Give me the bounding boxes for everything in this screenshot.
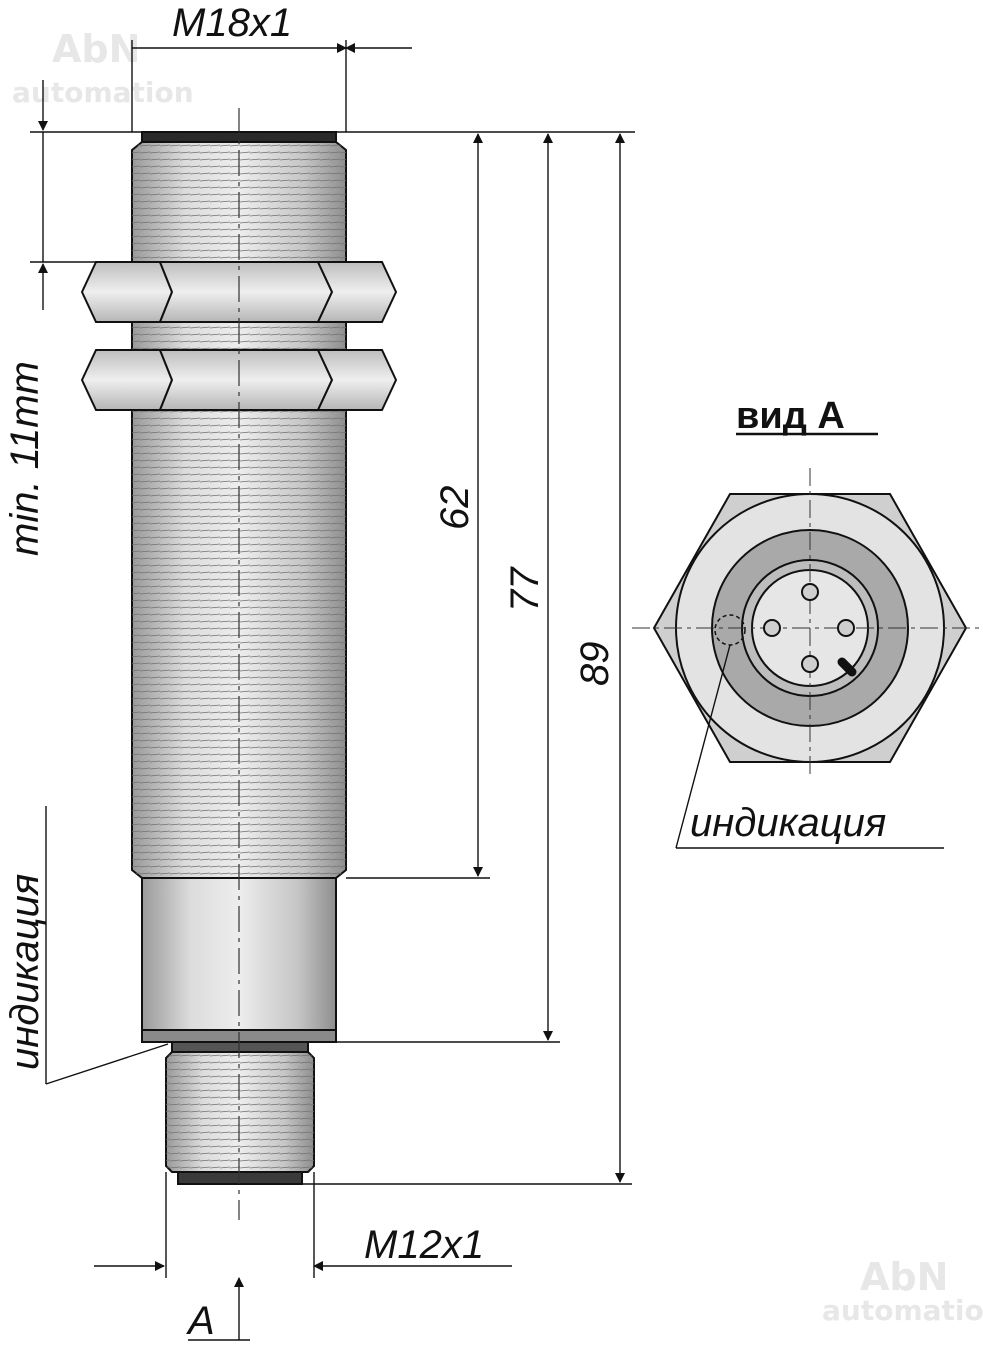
- dim-89-label: 89: [573, 642, 617, 687]
- pin-4: [801, 655, 819, 673]
- dim-min-thread-label: min. 11mm: [3, 361, 47, 556]
- watermark-bottom: AbN automation: [822, 1255, 983, 1327]
- nut-lower: [80, 349, 398, 411]
- connector-collar: [171, 1041, 309, 1053]
- pin-1: [801, 583, 819, 601]
- watermark-sub-text: automation: [822, 1294, 983, 1327]
- watermark-brand-text: AbN: [860, 1255, 948, 1299]
- dim-m12-label: M12x1: [364, 1223, 484, 1267]
- pin-2: [763, 619, 781, 637]
- nut-upper: [80, 261, 398, 323]
- watermark-brand-text: AbN: [52, 27, 140, 71]
- dimension-lines: [30, 40, 635, 1341]
- indication-view-label: индикация: [690, 801, 886, 845]
- view-a-title: вид А: [736, 395, 845, 437]
- pin-3: [837, 619, 855, 637]
- coding-key: [837, 657, 857, 677]
- watermark-top: AbN automation: [12, 27, 194, 109]
- view-marker-label: А: [186, 1299, 215, 1343]
- dim-m18-label: M18x1: [172, 1, 292, 45]
- indication-side-label: индикация: [3, 874, 47, 1070]
- dim-62-label: 62: [433, 486, 477, 531]
- dim-77-label: 77: [503, 566, 547, 612]
- view-a: вид А индикация: [632, 395, 983, 849]
- connector-end: [177, 1171, 303, 1185]
- watermark-sub-text: automation: [12, 76, 194, 109]
